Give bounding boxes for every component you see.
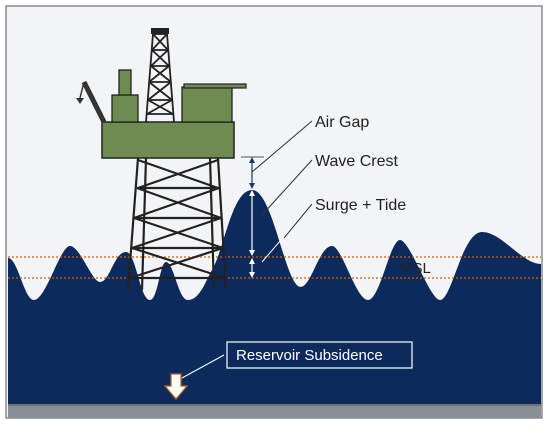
- msl-label: MSL: [400, 260, 431, 277]
- wave-crest-label: Wave Crest: [315, 153, 399, 170]
- seabed: [8, 404, 541, 418]
- down-arrow-icon: [163, 373, 189, 401]
- subsidence-label: Reservoir Subsidence: [236, 347, 383, 364]
- subsidence-label-box: [226, 341, 413, 369]
- air-gap-label: Air Gap: [315, 114, 369, 131]
- offshore-platform-icon: [76, 28, 247, 291]
- subsidence-leader: [181, 354, 225, 379]
- surge-tide-label: Surge + Tide: [315, 197, 406, 214]
- dimension-markers: [241, 156, 264, 278]
- wave-crest-leader: [261, 159, 313, 216]
- seabed-top-edge: [8, 404, 541, 406]
- air-gap-leader: [251, 120, 313, 173]
- surge-tide-leader: [283, 203, 313, 239]
